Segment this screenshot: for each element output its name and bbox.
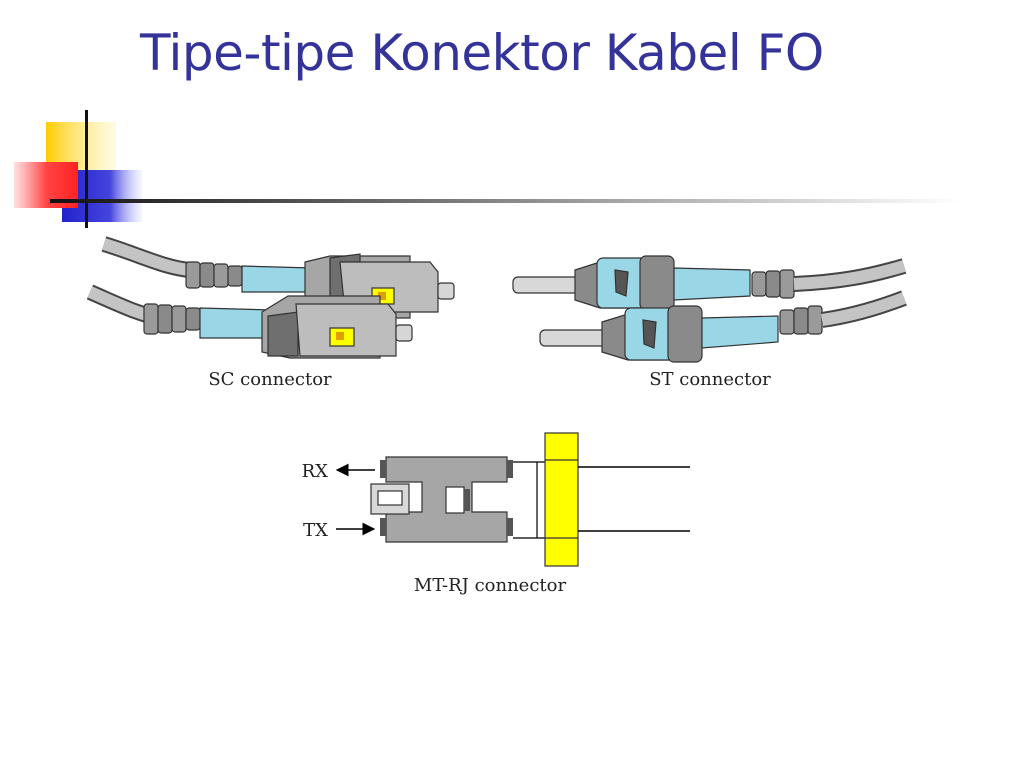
mtrj-ridges xyxy=(380,460,513,536)
tx-label: TX xyxy=(303,520,328,541)
st-upper-strain-relief xyxy=(751,269,795,299)
mtrj-slot xyxy=(445,486,465,514)
st-lower-barrel xyxy=(667,305,703,363)
sc-upper-ferrule xyxy=(437,282,455,300)
st-upper-ferrule xyxy=(512,276,584,294)
st-upper-boot xyxy=(673,267,751,301)
sc-connector-label: SC connector xyxy=(208,369,332,390)
sc-upper-strain-relief xyxy=(185,261,243,289)
sc-connector-illustration xyxy=(86,236,455,359)
slide-title: Tipe-tipe Konektor Kabel FO xyxy=(140,24,824,82)
sc-lower-boot xyxy=(199,307,273,339)
ornament-horizontal-line xyxy=(50,199,960,203)
rx-label: RX xyxy=(302,461,329,482)
mtrj-yellow-plate xyxy=(544,432,579,567)
st-connector-illustration xyxy=(512,255,907,363)
mtrj-connector-label: MT-RJ connector xyxy=(414,575,567,596)
st-connector-label: ST connector xyxy=(649,369,771,390)
ornament-vertical-line xyxy=(85,110,88,228)
st-lower-strain-relief xyxy=(779,305,823,335)
sc-lower-strain-relief xyxy=(143,303,201,335)
st-lower-ferrule xyxy=(539,329,611,347)
sc-upper-boot xyxy=(241,265,313,293)
st-upper-barrel xyxy=(639,255,675,311)
st-lower-boot xyxy=(701,315,779,349)
sc-lower-ferrule xyxy=(395,324,413,342)
mtrj-connector-illustration xyxy=(370,432,690,567)
title-ornament xyxy=(14,110,960,228)
